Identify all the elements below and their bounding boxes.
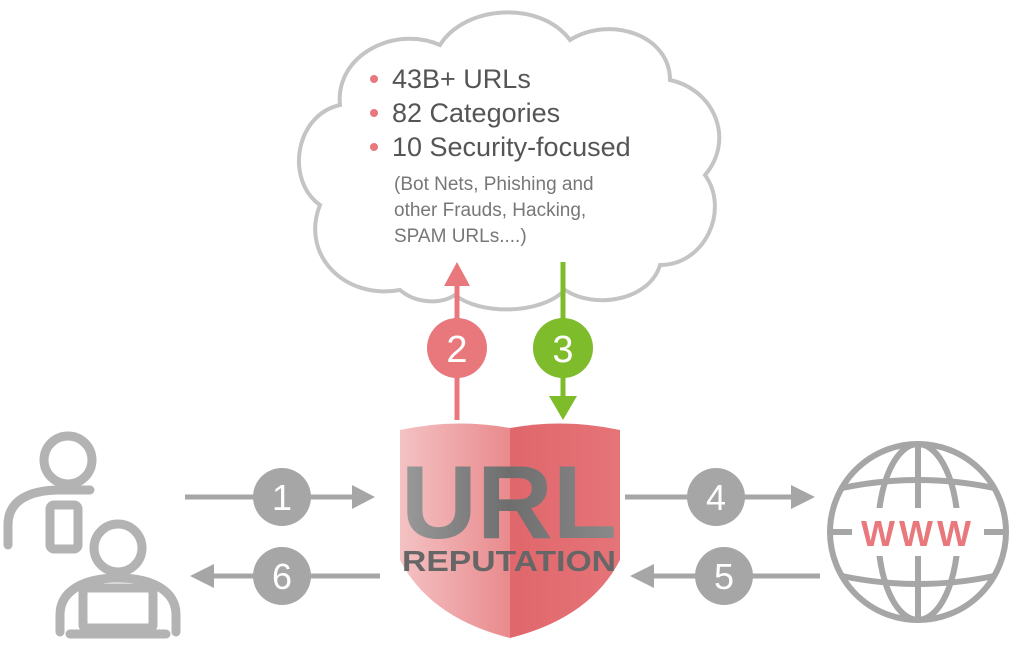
step-badge-4: 4: [687, 468, 745, 526]
svg-text:3: 3: [552, 329, 573, 371]
note-line: (Bot Nets, Phishing and: [394, 174, 594, 195]
shield-subtitle: REPUTATION: [402, 546, 616, 578]
cloud-note: (Bot Nets, Phishing and other Frauds, Ha…: [394, 172, 594, 250]
step-badge-3: 3: [533, 318, 593, 378]
step-badge-2: 2: [427, 318, 487, 378]
users-icon: [3, 431, 181, 639]
note-line: other Frauds, Hacking,: [394, 200, 587, 221]
shield-title: URL: [401, 445, 617, 561]
bullet-text: 82 Categories: [392, 98, 561, 128]
list-item: 10 Security-focused: [368, 130, 631, 164]
bullet-text: 43B+ URLs: [392, 64, 531, 94]
cloud-bullet-list: 43B+ URLs 82 Categories 10 Security-focu…: [368, 62, 631, 164]
globe-label: WWW: [861, 513, 975, 554]
list-item: 43B+ URLs: [368, 62, 631, 96]
note-line: SPAM URLs....): [394, 226, 527, 247]
globe-icon: WWW: [827, 441, 1009, 623]
bullet-dot-icon: [370, 109, 378, 117]
step-badge-5: 5: [695, 547, 753, 605]
list-item: 82 Categories: [368, 96, 631, 130]
bullet-text: 10 Security-focused: [392, 132, 631, 162]
shield-icon: URL REPUTATION: [400, 423, 620, 638]
svg-text:5: 5: [714, 556, 734, 597]
step-badge-1: 1: [253, 468, 311, 526]
bullet-dot-icon: [370, 75, 378, 83]
svg-text:2: 2: [446, 329, 467, 371]
step-badge-6: 6: [253, 547, 311, 605]
bullet-dot-icon: [370, 143, 378, 151]
svg-text:6: 6: [272, 556, 292, 597]
svg-text:4: 4: [706, 477, 726, 518]
svg-text:1: 1: [272, 477, 292, 518]
